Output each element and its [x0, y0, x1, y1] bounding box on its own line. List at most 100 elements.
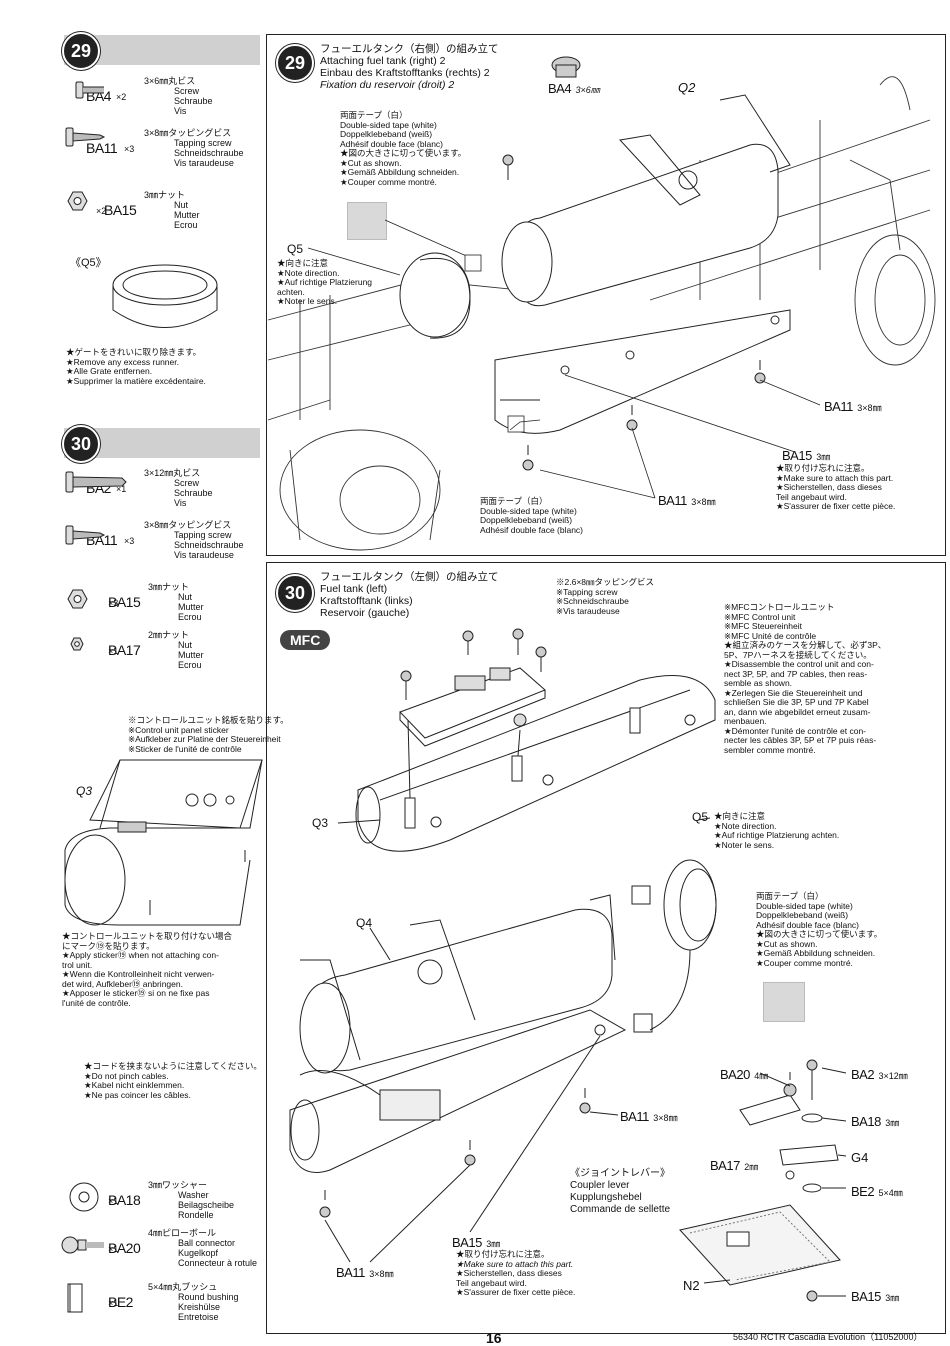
note-line: ★Supprimer la matière excédentaire. [66, 375, 206, 386]
step-29-parts-badge: 29 [62, 32, 100, 70]
part-code: BA2 [86, 480, 111, 496]
part-spec: 5×4㎜丸ブッシュ [148, 1282, 218, 1292]
note-line: Coupler lever [570, 1180, 630, 1191]
note-line: ★S'assurer de fixer cette pièce. [456, 1287, 576, 1297]
step-29-badge: 29 [276, 44, 314, 82]
note-line: ★Zerlegen Sie die Steuereinheit und [724, 687, 863, 698]
note-line: ★Couper comme montré. [340, 176, 437, 187]
control-unit-drawing [64, 759, 263, 926]
part-code: BA15 [104, 202, 137, 218]
part-qty: ×1 [108, 1298, 119, 1308]
step-29-frame [266, 34, 946, 556]
tape-size-swatch [347, 202, 387, 240]
title-line: Fuel tank (left) [320, 583, 388, 595]
note-line: ★図の大きさに切って使います。 [756, 929, 883, 939]
note-line: 5P、7Pハーネスを接続してください。 [724, 649, 872, 660]
part-name-en: Tapping screw [174, 138, 232, 148]
note-line: ★Noter le sens. [714, 839, 775, 850]
part-name-de: Schraube [174, 488, 213, 498]
part-code: BA11 [86, 140, 118, 156]
note-line: ★Do not pinch cables. [84, 1070, 169, 1081]
part-code: BA11 [86, 532, 118, 548]
step-29-q5-note: ★向きに注意 ★Note direction. ★Auf richtige Pl… [277, 258, 372, 307]
page-footer: 56340 RCTR Cascadia Evolution（11052000） [733, 1332, 923, 1342]
step-29-q2-label: Q2 [678, 80, 696, 95]
note-line: ※MFCコントロールユニット [724, 602, 835, 612]
title-line: フューエルタンク（左側）の組み立て [320, 571, 499, 583]
part-spec: 3×12㎜ [878, 1071, 908, 1081]
part-qty: ×3 [124, 536, 135, 546]
part-spec: 3×6㎜丸ビス [144, 76, 196, 86]
note-line: Doppelklebeband (weiß) [480, 515, 573, 525]
part-name-en: Nut [174, 200, 189, 210]
step-30-ba11-a-label: BA11 3×8㎜ [620, 1108, 678, 1126]
part-name-fr: Ecrou [178, 660, 202, 670]
apply-sticker-note: ★コントロールユニットを取り付けない場合 にマーク⑲を貼ります。 ★Apply … [62, 931, 232, 1008]
note-line: ※Control unit panel sticker [128, 724, 229, 735]
note-line: ★Note direction. [714, 820, 777, 831]
step-30-ba11-b-label: BA11 3×8㎜ [336, 1264, 394, 1282]
part-spec: 3×8㎜タッピングビス [144, 520, 232, 530]
note-line: schließen Sie die 3P, 5P und 7P Kabel [724, 697, 869, 707]
part-name-en: Round bushing [178, 1292, 239, 1302]
note-line: Double-sided tape (white) [756, 900, 853, 911]
bushing-icon [67, 1283, 83, 1313]
part-qty: ×1 [108, 1196, 119, 1206]
note-line: Double-sided tape (white) [480, 505, 577, 516]
step-29-ba11-b-label: BA11 3×8㎜ [658, 492, 716, 510]
coupler-lever-label: 《ジョイントレバー》 Coupler lever Kupplungshebel … [570, 1168, 670, 1216]
note-line: ★Démonter l'unité de contrôle et con- [724, 725, 867, 736]
step-30-q5-note: ★向きに注意 ★Note direction. ★Auf richtige Pl… [714, 811, 839, 850]
note-line: nect 3P, 5P, and 7P cables, then reas- [724, 668, 868, 679]
part-spec: 3㎜ [486, 1239, 501, 1249]
note-line: ※MFC Steuereinheit [724, 621, 802, 631]
mfc-badge: MFC [280, 630, 331, 650]
part-qty: ×1 [108, 646, 119, 656]
ba17-label: BA17 2㎜ [710, 1157, 758, 1175]
step-30-tape-note: 両面テープ（白） Double-sided tape (white) Doppe… [756, 891, 883, 968]
note-line: 両面テープ（白） [340, 110, 408, 120]
note-line: ★Alle Grate entfernen. [66, 366, 153, 376]
ba2-label: BA2 3×12㎜ [851, 1066, 908, 1084]
small-nut-icon [70, 637, 84, 651]
step-29-ba15-note: ★取り付け忘れに注意。 ★Make sure to attach this pa… [776, 463, 895, 512]
part-code: BA11 [336, 1265, 365, 1280]
note-line: ★Wenn die Kontrolleinheit nicht verwen- [62, 969, 215, 979]
part-name-fr: Vis taraudeuse [174, 550, 234, 560]
note-line: 両面テープ（白） [480, 496, 548, 506]
step-29-ba11-a-label: BA11 3×8㎜ [824, 398, 882, 416]
step-29-title: フューエルタンク（右側）の組み立て Attaching fuel tank (r… [320, 43, 499, 91]
note-line: ★コードを挟まないように注意してください。 [84, 1061, 262, 1071]
note-line: Kupplungshebel [570, 1192, 642, 1203]
note-line: ★Apposer le sticker⑲ si on ne fixe pas [62, 988, 210, 998]
part-code: BA11 [658, 493, 687, 508]
part-name-fr: Ecrou [178, 612, 202, 622]
note-line: ★組立済みのケースを分解して、必ず3P、 [724, 640, 887, 650]
part-name-fr: Connecteur à rotule [178, 1258, 258, 1268]
part-code: BA17 [108, 642, 141, 658]
step-30-mfc-note: ※MFCコントロールユニット ※MFC Control unit ※MFC St… [724, 602, 887, 755]
step-29-ba4-label: BA4 3×6㎜ [548, 80, 600, 98]
note-line: 《ジョイントレバー》 [570, 1168, 670, 1179]
note-line: Adhésif double face (blanc) [340, 138, 444, 149]
part-spec: 4㎜ [754, 1071, 769, 1081]
part-spec: 3㎜ナット [144, 190, 186, 200]
step-30-screw-note: ※2.6×8㎜タッピングビス ※Tapping screw ※Schneidsc… [556, 577, 654, 616]
note-line: necter les câbles 3P, 5P et 7P puis réas… [724, 735, 877, 745]
part-name-fr: Vis taraudeuse [174, 158, 234, 168]
note-line: ★取り付け忘れに注意。 [456, 1249, 550, 1259]
part-spec: 3×8㎜タッピングビス [144, 128, 232, 138]
note-line: ★向きに注意 [714, 811, 766, 821]
step-30-q3-label: Q3 [312, 816, 329, 830]
title-line: Fixation du reservoir (droit) 2 [320, 79, 455, 91]
part-code: BA15 [782, 448, 812, 463]
part-name-en: Screw [174, 86, 200, 96]
note-line: 両面テープ（白） [756, 891, 824, 901]
part-code: BA11 [824, 399, 853, 414]
part-code: BE2 [851, 1184, 875, 1199]
note-line: ★Couper comme montré. [756, 957, 853, 968]
part-name-fr: Vis [174, 498, 187, 508]
note-line: Double-sided tape (white) [340, 119, 437, 130]
note-line: sembler comme montré. [724, 744, 816, 755]
part-qty: ×2 [96, 206, 107, 216]
